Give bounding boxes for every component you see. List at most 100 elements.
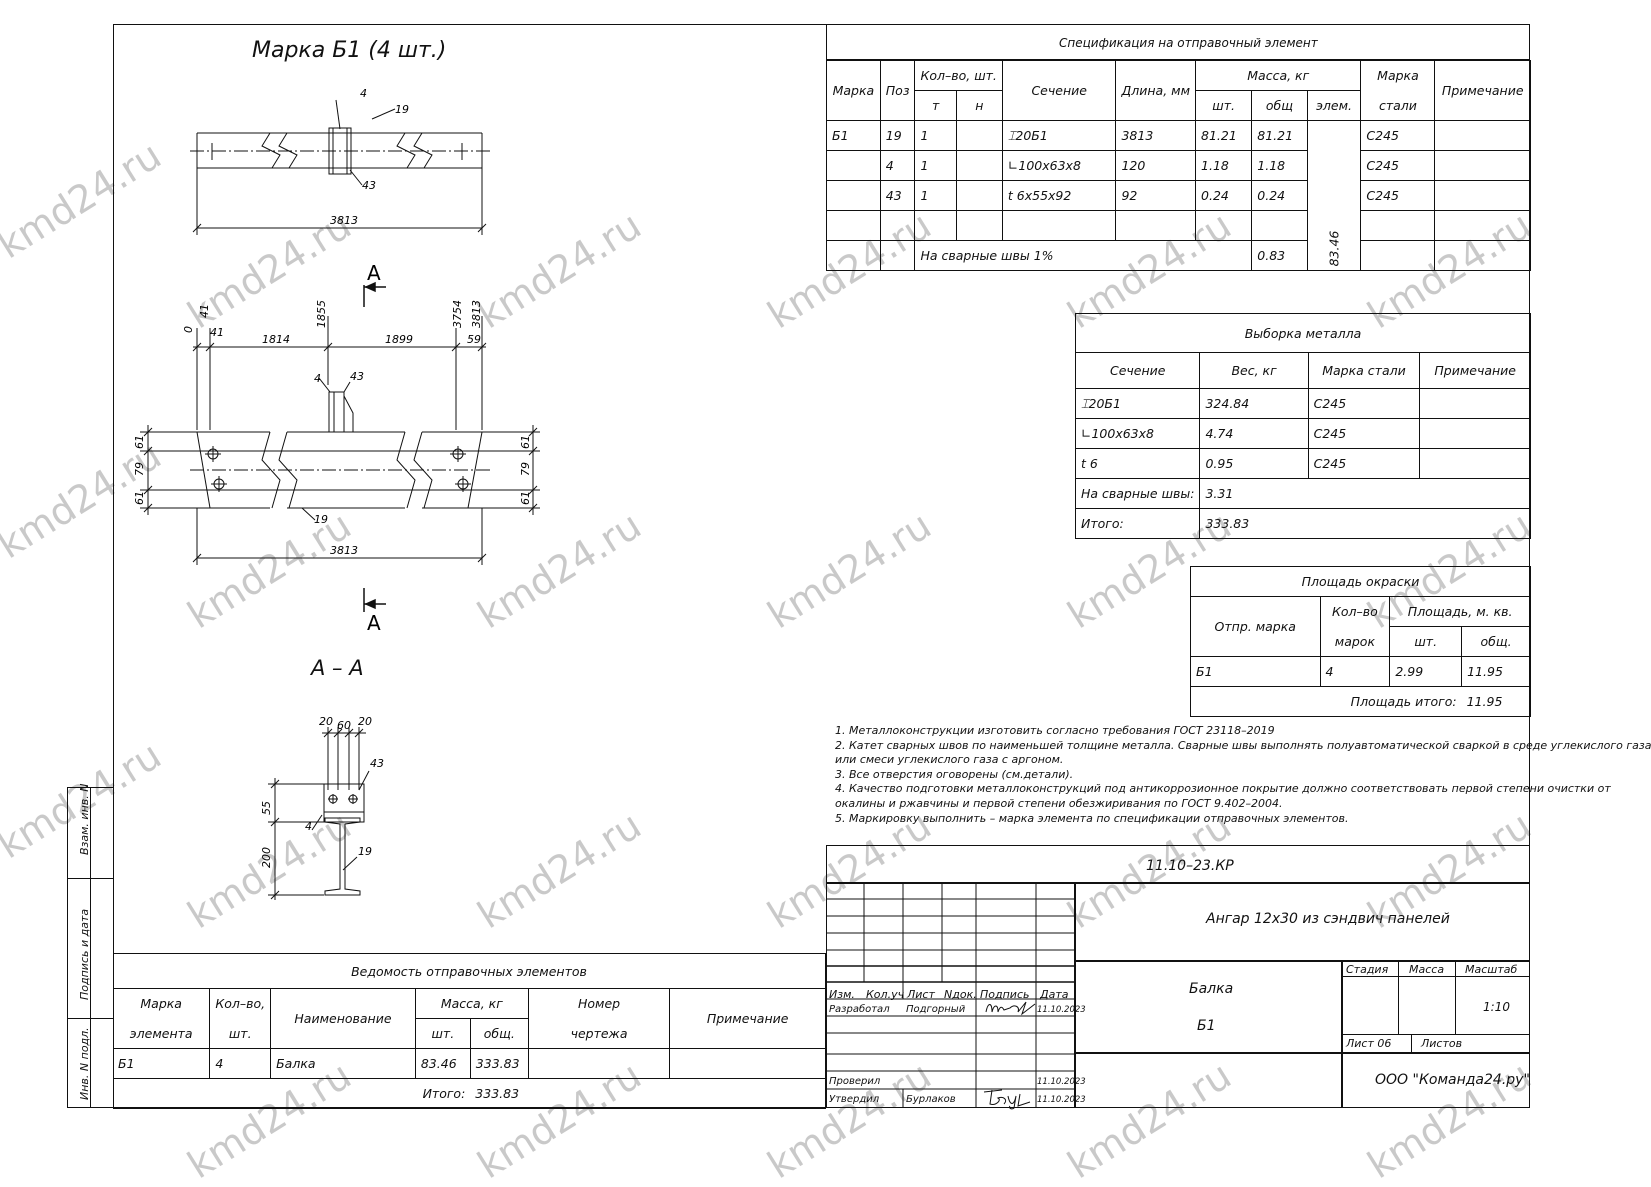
spec-row-empty [826, 210, 1531, 241]
dim-right-61a: 61 [519, 435, 532, 449]
side-stamp-podpis: Подпись и дата [78, 908, 91, 1000]
dim-41b: 41 [210, 326, 224, 339]
spec-h-sht: шт. [1195, 90, 1253, 121]
dim-left-79: 79 [133, 462, 146, 476]
dim-left-61b: 61 [133, 491, 146, 505]
note-line: 4. Качество подготовки металлоконструкци… [835, 782, 1611, 796]
stamp-prov-label: Проверил [829, 1076, 881, 1087]
revision-grid [826, 882, 1074, 1108]
rev-h-list: Лист [907, 988, 935, 1001]
top-view-length: 3813 [330, 214, 358, 227]
stamp-massa: Масса [1409, 963, 1445, 976]
title-block [826, 845, 1530, 1108]
spec-h-stal-1: Марка [1360, 60, 1436, 91]
spec-h-dlina: Длина, мм [1115, 60, 1197, 121]
drawing-title: Марка Б1 (4 шт.) [252, 38, 447, 63]
dim-right-61b: 61 [519, 491, 532, 505]
metal-table: Выборка металла Сечение Вес, кг Марка ст… [1074, 313, 1531, 539]
spec-h-kol: Кол–во, шт. [914, 60, 1003, 91]
note-line: окалины и ржавчины и первой степени обез… [835, 796, 1283, 810]
spec-welds-value: 0.83 [1251, 240, 1308, 271]
spec-welds-label: На сварные швы 1% [914, 240, 1253, 271]
stamp-project: Ангар 12х30 из сэндвич панелей [1206, 911, 1450, 927]
spec-h-prim: Примечание [1434, 60, 1531, 121]
dim-0: 0 [182, 326, 195, 333]
vedomost-row-total: Итого: 333.83 [113, 1078, 827, 1109]
stamp-stadiya: Стадия [1346, 963, 1389, 976]
dim-1814: 1814 [262, 333, 290, 346]
stamp-prov-date: 11.10.2023 [1037, 1077, 1086, 1087]
dim-left-61a: 61 [133, 435, 146, 449]
dim-right-79: 79 [519, 462, 532, 476]
sec-dim-20b: 20 [358, 715, 372, 728]
vedomost-table: Ведомость отправочных элементов Марка Ко… [113, 953, 827, 1109]
top-view-label-4: 4 [360, 87, 367, 100]
side-stamp-inv: Инв. N подл. [78, 1027, 91, 1100]
sec-dim-55: 55 [260, 801, 273, 815]
top-view-label-43: 43 [362, 179, 376, 192]
section-title: А – А [311, 656, 364, 680]
stamp-name-2: Б1 [1197, 1018, 1216, 1034]
metal-title: Выборка металла [1075, 313, 1531, 353]
section-marker-letter-bottom: А [367, 611, 381, 635]
spec-table: Марка Поз Кол–во, шт. Сечение Длина, мм … [826, 60, 1531, 271]
stamp-scale: 1:10 [1483, 1000, 1510, 1014]
stamp-razrab-date: 11.10.2023 [1037, 1005, 1086, 1015]
sec-dim-60: 60 [337, 719, 351, 732]
note-line: 5. Маркировку выполнить – марка элемента… [835, 811, 1349, 825]
metal-row-total: Итого:333.83 [1074, 508, 1531, 539]
rev-h-podpis: Подпись [980, 988, 1030, 1001]
side-label-4: 4 [314, 372, 321, 385]
paint-row-total: Площадь итого: 11.95 [1189, 686, 1531, 717]
section-marker-top: А [363, 261, 386, 307]
stamp-utv-label: Утвердил [829, 1094, 880, 1105]
sec-label-4: 4 [305, 820, 312, 833]
paint-title: Площадь окраски [1190, 566, 1531, 597]
spec-h-n: н [955, 90, 1003, 121]
notes: 1. Металлоконструкции изготовить согласн… [835, 724, 1651, 826]
stamp-masshtab: Масштаб [1465, 963, 1518, 976]
metal-row-welds: На сварные швы:3.31 [1074, 478, 1531, 509]
spec-h-massa: Масса, кг [1195, 60, 1362, 91]
dim-3813-top: 3813 [470, 300, 483, 328]
spec-h-marka: Марка [826, 60, 881, 121]
spec-elem-total: 83.46 [1326, 230, 1342, 267]
stamp-utv-date: 11.10.2023 [1037, 1095, 1086, 1105]
stamp-org: ООО "Команда24.ру" [1375, 1072, 1530, 1088]
vedomost-title: Ведомость отправочных элементов [113, 953, 826, 989]
note-line: 1. Металлоконструкции изготовить согласн… [835, 724, 1275, 737]
dim-1855: 1855 [315, 300, 328, 328]
section-marker-letter-top: А [367, 261, 381, 285]
top-view: 4 19 43 3813 [190, 87, 490, 235]
sec-dim-20a: 20 [319, 715, 333, 728]
sec-dim-200: 200 [260, 847, 273, 868]
spec-h-t: т [914, 90, 957, 121]
stamp-listov: Листов [1421, 1037, 1463, 1050]
dim-3754: 3754 [451, 300, 464, 328]
signature-razrab [985, 1001, 1036, 1016]
stamp-razrab-name: Подгорный [906, 1004, 966, 1015]
spec-h-stal-2: стали [1360, 90, 1436, 121]
stamp-list: Лист 06 [1346, 1037, 1392, 1050]
dim-1899: 1899 [385, 333, 413, 346]
rev-h-data: Дата [1040, 988, 1069, 1001]
stamp-name-1: Балка [1189, 981, 1234, 997]
sec-label-19: 19 [358, 845, 372, 858]
spec-row-welds: На сварные швы 1% 0.83 [826, 240, 1531, 271]
sec-label-43: 43 [370, 757, 384, 770]
signature-utv [983, 1089, 1031, 1110]
spec-h-obsh: общ [1251, 90, 1308, 121]
side-view-length: 3813 [330, 544, 358, 557]
note-line: или смеси углекислого газа с аргоном. [835, 753, 1064, 767]
stamp-utv-name: Бурлаков [906, 1094, 956, 1105]
stamp-razrab-label: Разработал [829, 1004, 890, 1015]
note-line: 3. Все отверстия оговорены (см.детали). [835, 767, 1074, 781]
